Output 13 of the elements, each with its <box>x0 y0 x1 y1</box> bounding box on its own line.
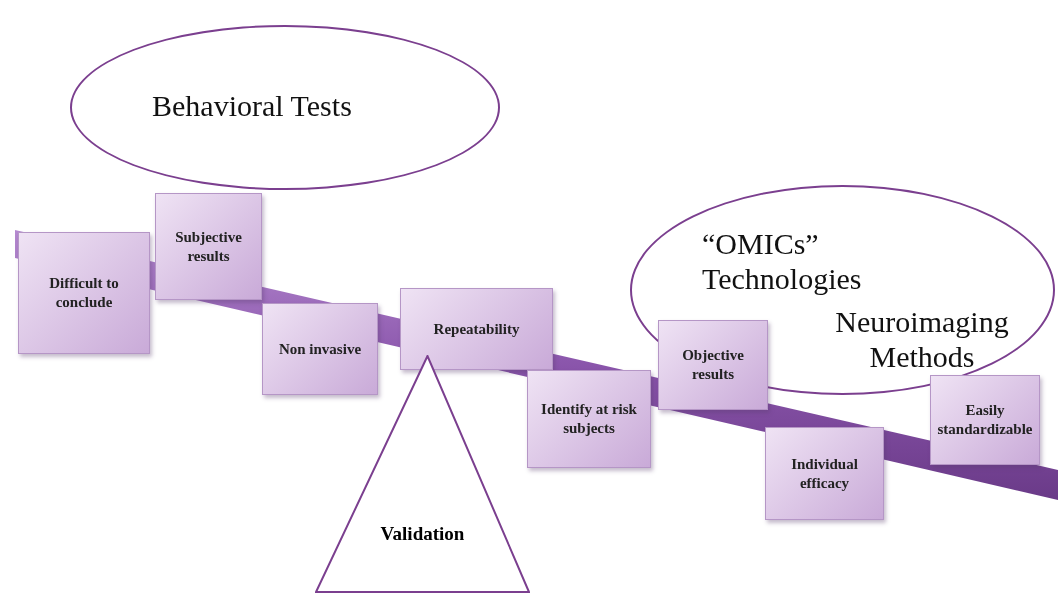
category-text: “OMICs” Technologies <box>702 227 863 296</box>
label-card: Subjective results <box>155 193 262 300</box>
label-card: Repeatability <box>400 288 553 370</box>
fulcrum-label: Validation <box>379 523 466 545</box>
ellipse <box>70 25 500 190</box>
label-card: Objective results <box>658 320 768 410</box>
category-text: Neuroimaging Methods <box>834 305 1010 374</box>
label-card: Difficult to conclude <box>18 232 150 354</box>
label-card: Non invasive <box>262 303 378 395</box>
label-card: Identify at risk subjects <box>527 370 651 468</box>
label-card: Individual efficacy <box>765 427 884 520</box>
category-text: Behavioral Tests <box>152 89 352 124</box>
label-card: Easily standardizable <box>930 375 1040 465</box>
